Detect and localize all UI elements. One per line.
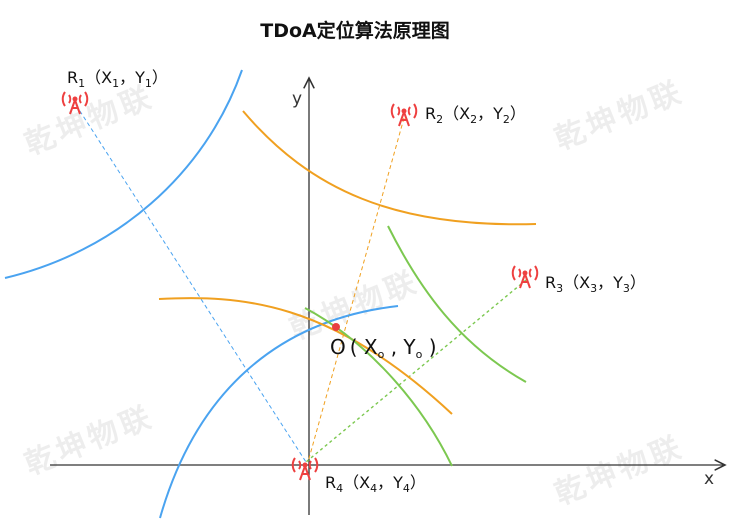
target-label: O( Xo , Yo ) [330, 335, 437, 361]
green-hyperbola-lower [304, 307, 453, 467]
x-axis-label: x [704, 469, 714, 489]
watermark: 乾坤物联 [20, 399, 159, 482]
target-point [332, 323, 340, 331]
page-title: TDoA定位算法原理图 [260, 19, 450, 42]
antenna-icon [390, 103, 418, 127]
dashed-line-r1-r4 [75, 104, 307, 463]
blue-hyperbola-lower [159, 305, 399, 519]
receiver-label-r3: R3（X3，Y3） [545, 273, 646, 295]
watermark: 乾坤物联 [550, 74, 689, 157]
receiver-label-r1: R1（X1，Y1） [67, 68, 168, 90]
dashed-line-r2-r4 [307, 117, 405, 463]
receiver-label-r4: R4（X4，Y4） [325, 473, 426, 495]
green-hyperbola-upper [387, 225, 527, 383]
y-axis-label: y [292, 89, 302, 109]
receiver-label-r2: R2（X2，Y2） [425, 104, 526, 126]
orange-hyperbola-lower [158, 297, 453, 415]
blue-hyperbola-upper [4, 69, 243, 279]
antenna-icon [511, 265, 539, 289]
watermark: 乾坤物联 [20, 79, 159, 162]
orange-hyperbola-upper [242, 110, 537, 226]
watermark: 乾坤物联 [550, 429, 689, 512]
